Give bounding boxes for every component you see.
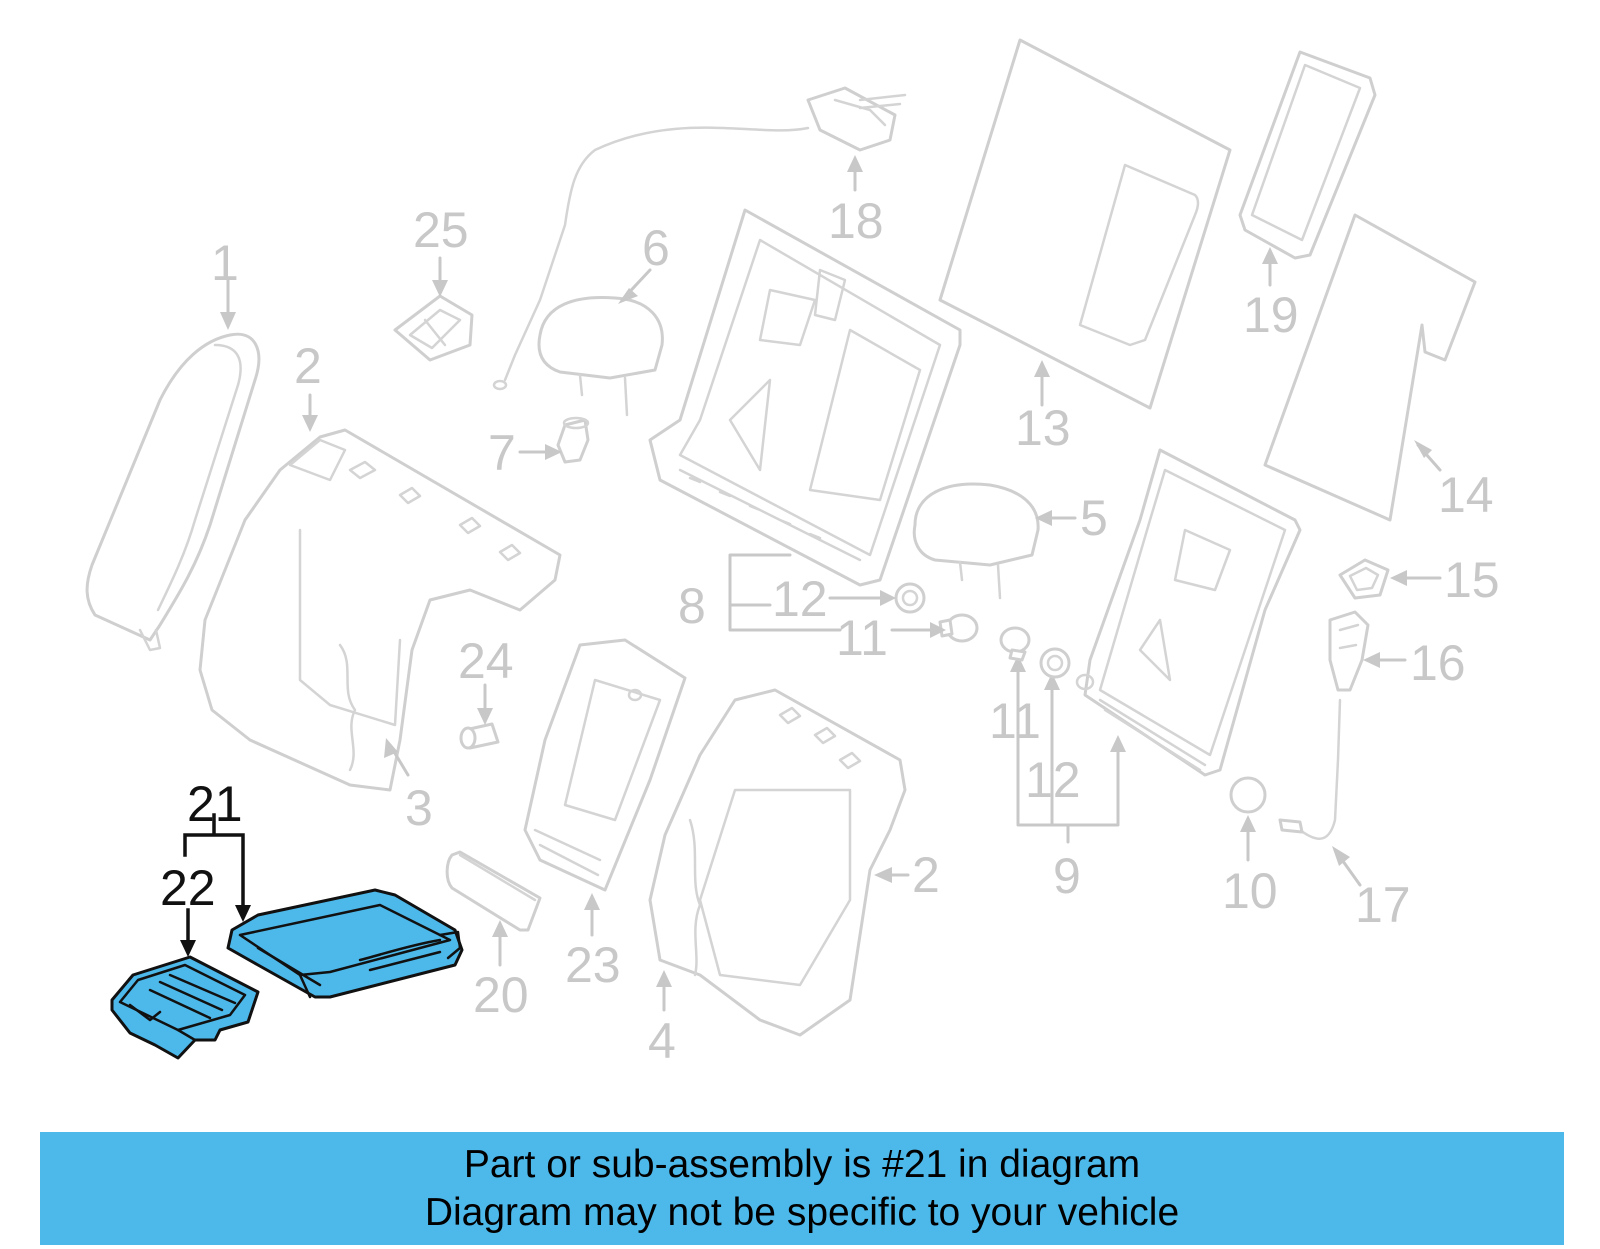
callout-25-group: 25 [413, 202, 469, 297]
part-2-seatback-cover-upper [198, 428, 562, 792]
callout-3-group: 3 [384, 738, 433, 836]
notice-line-2: Diagram may not be specific to your vehi… [424, 1190, 1180, 1234]
callout-label-11-right: 11 [989, 693, 1041, 749]
callout-17-group: 17 [1332, 846, 1411, 933]
callout-label-12-left: 12 [772, 571, 828, 627]
callout-label-24: 24 [458, 633, 514, 689]
callout-11-left-group: 11 [836, 610, 946, 666]
callout-label-22: 22 [160, 860, 216, 916]
callout-label-2-lower: 2 [912, 847, 940, 903]
callout-20-group: 20 [473, 920, 529, 1023]
notice-line-1: Part or sub-assembly is #21 in diagram [463, 1142, 1141, 1186]
callout-label-14: 14 [1438, 467, 1494, 523]
callout-label-17: 17 [1355, 877, 1411, 933]
part-12-nut-right [1039, 647, 1071, 679]
callout-23-group: 23 [565, 893, 621, 993]
callout-10-group: 10 [1222, 815, 1278, 919]
part-22-highlighted[interactable] [110, 955, 260, 1060]
part-4-seat-cover [648, 688, 907, 1037]
callout-19-group: 19 [1243, 247, 1299, 343]
callout-label-16: 16 [1410, 635, 1466, 691]
callout-label-5: 5 [1080, 490, 1108, 546]
part-20-bracket [445, 850, 542, 932]
callout-label-21: 21 [187, 776, 243, 832]
callout-label-9: 9 [1053, 848, 1081, 904]
part-17-cable [1278, 698, 1342, 840]
part-16-release-handle [1328, 610, 1370, 692]
callout-8-group: 8 [678, 553, 842, 634]
callout-label-10: 10 [1222, 863, 1278, 919]
callout-label-13: 13 [1015, 400, 1071, 456]
callout-5-group: 5 [1035, 490, 1108, 546]
part-25-latch [393, 294, 474, 362]
callout-14-group: 14 [1414, 440, 1494, 523]
callout-label-6: 6 [642, 220, 670, 276]
part-9-seatback-frame-right [1075, 448, 1302, 777]
callout-9-group: 9 [1010, 655, 1126, 904]
callout-7-group: 7 [488, 425, 562, 481]
notice-banner: Part or sub-assembly is #21 in diagram D… [40, 1132, 1564, 1245]
callout-label-2-upper: 2 [294, 338, 322, 394]
callout-label-23: 23 [565, 937, 621, 993]
callout-label-18: 18 [828, 193, 884, 249]
callout-13-group: 13 [1015, 360, 1071, 456]
callout-18-group: 18 [828, 155, 884, 249]
part-1-side-trim [85, 332, 261, 652]
part-6-headrest [537, 296, 664, 417]
callout-label-7: 7 [488, 425, 516, 481]
part-12-nut-left [894, 582, 926, 614]
callout-label-15: 15 [1444, 552, 1500, 608]
part-5-headrest [912, 482, 1040, 600]
part-18-release-cable [492, 86, 907, 391]
callout-label-12-right: 12 [1025, 752, 1081, 808]
callout-2-lower-group: 2 [874, 847, 940, 903]
callout-label-4: 4 [648, 1013, 676, 1069]
callout-label-20: 20 [473, 967, 529, 1023]
part-7-guide [556, 416, 590, 464]
part-19-panel-frame [1238, 50, 1377, 260]
callout-label-8: 8 [678, 578, 706, 634]
part-8-seatback-frame [648, 208, 962, 587]
part-11-bolt-left [938, 613, 979, 643]
callout-24-group: 24 [458, 633, 514, 725]
callout-22-group: 22 [160, 860, 216, 957]
callout-16-group: 16 [1363, 635, 1466, 691]
callout-6-group: 6 [618, 220, 670, 304]
callout-4-group: 4 [648, 970, 676, 1069]
part-11-bolt-right [999, 626, 1031, 662]
notice-banner-bg [40, 1132, 1564, 1245]
part-23-center-frame [523, 638, 687, 892]
callout-label-25: 25 [413, 202, 469, 258]
part-10-cap [1229, 776, 1267, 814]
callout-label-3: 3 [405, 780, 433, 836]
callout-label-11-left: 11 [836, 610, 888, 666]
callout-1-group: 1 [211, 235, 239, 330]
callout-2-upper-group: 2 [294, 338, 322, 432]
callout-label-1: 1 [211, 235, 239, 291]
part-15-bezel [1338, 558, 1390, 600]
part-21-highlighted[interactable] [226, 888, 464, 999]
part-13-back-panel [938, 38, 1232, 410]
callout-label-19: 19 [1243, 287, 1299, 343]
callout-21-group: 21 [183, 776, 251, 922]
callout-12-left-group: 12 [772, 571, 896, 627]
callout-15-group: 15 [1390, 552, 1500, 608]
part-14-back-panel [1263, 213, 1477, 522]
part-24-pin [459, 722, 500, 750]
